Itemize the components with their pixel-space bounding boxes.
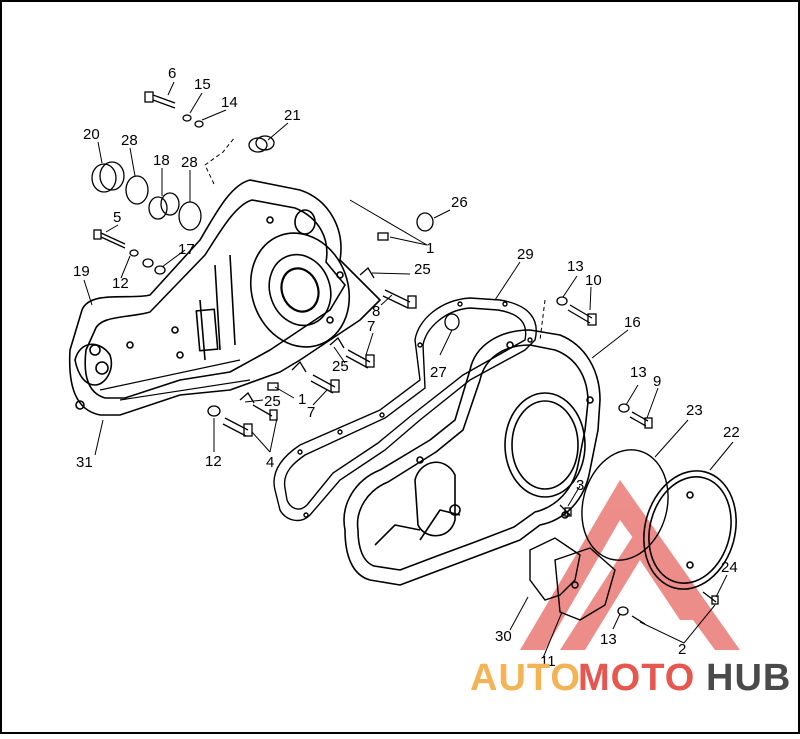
callout-31: 31: [76, 454, 93, 471]
callout-10: 10: [585, 272, 602, 289]
callout-22: 22: [723, 424, 740, 441]
callout-15: 15: [194, 76, 211, 93]
callout-28-b: 28: [181, 154, 198, 171]
callout-9: 9: [653, 373, 661, 390]
watermark-auto: AUTO: [470, 657, 581, 699]
watermark-wordmark: AUTO MOTO HUB: [470, 657, 791, 699]
callout-13-low: 13: [600, 631, 617, 648]
callout-28-a: 28: [121, 132, 138, 149]
callout-1-top: 1: [426, 240, 434, 257]
callout-12-low: 12: [205, 453, 222, 470]
outer-primary-cover: [343, 329, 601, 586]
callout-24: 24: [721, 559, 738, 576]
callout-18: 18: [153, 152, 170, 169]
callout-16: 16: [624, 314, 641, 331]
inner-primary-cover: [68, 179, 381, 416]
callout-13-mid: 13: [630, 364, 647, 381]
callout-11: 11: [540, 653, 556, 670]
callout-27: 27: [430, 364, 447, 381]
callout-26: 26: [451, 194, 468, 211]
callout-6: 6: [168, 65, 176, 82]
callout-25-mid: 25: [332, 358, 349, 375]
callout-23: 23: [686, 402, 703, 419]
callout-25-low: 25: [264, 393, 281, 410]
callout-5: 5: [113, 209, 121, 226]
callout-1-low: 1: [298, 391, 306, 408]
callout-30: 30: [495, 628, 512, 645]
callout-20: 20: [83, 126, 100, 143]
watermark-hub: HUB: [706, 657, 791, 699]
derby-cover: [643, 470, 737, 590]
callout-14: 14: [221, 94, 238, 111]
callout-7-lower: 7: [307, 404, 315, 421]
callout-19: 19: [73, 263, 90, 280]
gasket-29: [273, 297, 537, 522]
callout-25-top: 25: [414, 261, 431, 278]
callout-13-top: 13: [567, 258, 584, 275]
fasteners: [91, 91, 719, 625]
watermark-moto: MOTO: [578, 657, 695, 699]
callout-3: 3: [576, 477, 584, 494]
gasket-lines-left: [99, 359, 251, 401]
callout-17: 17: [178, 241, 195, 258]
derby-cover-gasket: [581, 449, 669, 561]
callout-29: 29: [517, 246, 534, 263]
callout-labels: 6 15 14 21 20 28 18 28 26 5 1 17 12 19 2…: [73, 65, 740, 670]
callout-21: 21: [284, 107, 301, 124]
inspection-cover: [529, 537, 616, 621]
callout-8: 8: [372, 303, 380, 320]
callout-2: 2: [678, 641, 686, 658]
callout-12-top: 12: [112, 275, 129, 292]
leader-lines: [83, 81, 734, 659]
watermark-logo-triangle: [520, 480, 740, 650]
callout-7-upper: 7: [367, 318, 375, 335]
callout-4: 4: [266, 454, 274, 471]
